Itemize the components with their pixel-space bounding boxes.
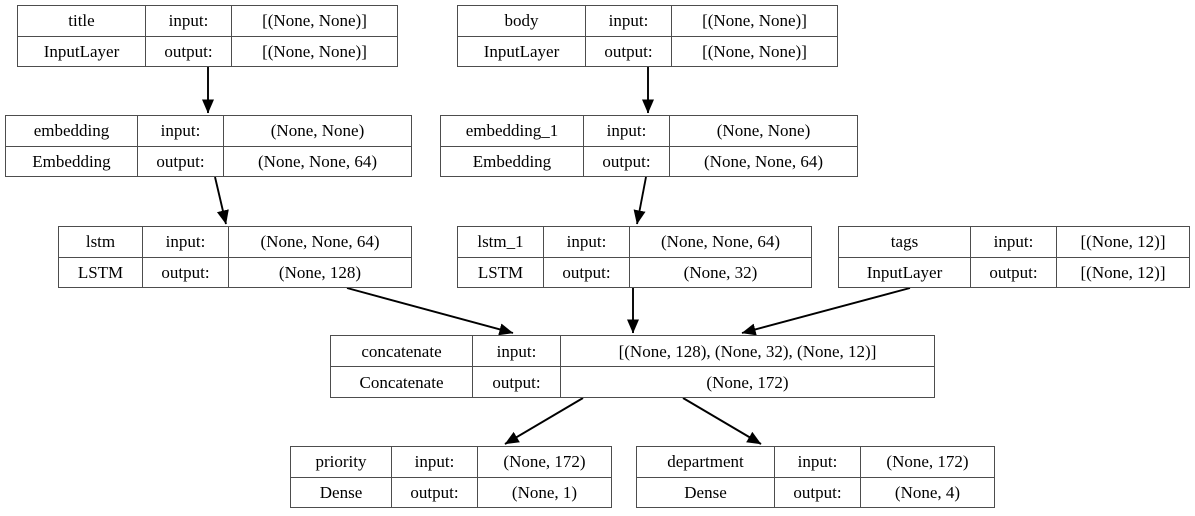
node-embedding-output-shape: (None, None, 64) xyxy=(258,151,377,171)
node-embedding_1-class: Embedding xyxy=(441,146,584,176)
node-body-output-label: output: xyxy=(586,36,672,66)
node-concatenate-input-shape: [(None, 128), (None, 32), (None, 12)] xyxy=(618,341,877,361)
node-lstm_1-title: lstm_1 xyxy=(458,227,544,257)
node-embedding-output-label: output: xyxy=(138,146,224,176)
node-tags-input-shape: [(None, 12)] xyxy=(1080,232,1166,252)
node-title-title: title xyxy=(18,6,146,36)
node-embedding-input-label: input: xyxy=(138,116,224,146)
node-body-title: body xyxy=(458,6,586,36)
node-lstm_1-input-shape: (None, None, 64) xyxy=(661,232,780,252)
node-body-output-shape: [(None, None)] xyxy=(702,41,807,61)
node-priority-output-label: output: xyxy=(392,477,478,507)
node-body-input-shape: [(None, None)] xyxy=(702,11,807,31)
node-title-output-label: output: xyxy=(146,36,232,66)
node-concatenate-output-shape: (None, 172) xyxy=(706,372,789,392)
node-title-class: InputLayer xyxy=(18,36,146,66)
edge-lstm-to-concatenate xyxy=(346,287,514,336)
node-department-input-label: input: xyxy=(775,447,861,477)
node-tags-output-label: output: xyxy=(971,257,1057,287)
node-title-output-shape: [(None, None)] xyxy=(262,41,367,61)
node-lstm_1-output-label: output: xyxy=(544,257,630,287)
node-lstm-title: lstm xyxy=(59,227,143,257)
node-embedding-title: embedding xyxy=(6,116,138,146)
node-concatenate-output-label: output: xyxy=(473,367,561,397)
edge-embedding-to-lstm xyxy=(214,176,229,225)
node-tags-title: tags xyxy=(839,227,971,257)
node-concatenate-input-label: input: xyxy=(473,336,561,366)
node-department-output-shape: (None, 4) xyxy=(894,482,961,502)
node-lstm_1-input-label: input: xyxy=(544,227,630,257)
node-title-input-shape: [(None, None)] xyxy=(262,11,367,31)
node-department-class: Dense xyxy=(637,477,775,507)
node-body-class: InputLayer xyxy=(458,36,586,66)
node-lstm_1-class: LSTM xyxy=(458,257,544,287)
node-lstm-input-label: input: xyxy=(143,227,229,257)
node-embedding_1-input-shape: (None, None) xyxy=(716,121,811,141)
node-department-output-label: output: xyxy=(775,477,861,507)
node-priority-output-shape: (None, 1) xyxy=(511,482,578,502)
node-lstm-output-shape: (None, 128) xyxy=(278,262,362,282)
node-priority-title: priority xyxy=(291,447,392,477)
node-priority-input-label: input: xyxy=(392,447,478,477)
edge-concatenate-to-priority xyxy=(504,397,584,445)
node-embedding_1-title: embedding_1 xyxy=(441,116,584,146)
node-embedding_1-output-label: output: xyxy=(584,146,670,176)
node-lstm-class: LSTM xyxy=(59,257,143,287)
node-concatenate-class: Concatenate xyxy=(331,367,473,397)
node-embedding_1-output-shape: (None, None, 64) xyxy=(704,151,823,171)
node-lstm-output-label: output: xyxy=(143,257,229,287)
node-embedding-class: Embedding xyxy=(6,146,138,176)
node-body-input-label: input: xyxy=(586,6,672,36)
edge-embedding_1-to-lstm_1 xyxy=(633,176,647,225)
node-department-title: department xyxy=(637,447,775,477)
node-priority-class: Dense xyxy=(291,477,392,507)
node-embedding-input-shape: (None, None) xyxy=(270,121,365,141)
node-priority-input-shape: (None, 172) xyxy=(503,452,586,472)
node-concatenate-title: concatenate xyxy=(331,336,473,366)
node-lstm_1-output-shape: (None, 32) xyxy=(683,262,758,282)
edge-tags-to-concatenate xyxy=(741,287,911,336)
node-department-input-shape: (None, 172) xyxy=(886,452,969,472)
node-title-input-label: input: xyxy=(146,6,232,36)
node-tags-class: InputLayer xyxy=(839,257,971,287)
node-tags-output-shape: [(None, 12)] xyxy=(1080,262,1166,282)
node-lstm-input-shape: (None, None, 64) xyxy=(260,232,380,252)
node-tags-input-label: input: xyxy=(971,227,1057,257)
node-embedding_1-input-label: input: xyxy=(584,116,670,146)
edge-concatenate-to-department xyxy=(682,397,762,445)
